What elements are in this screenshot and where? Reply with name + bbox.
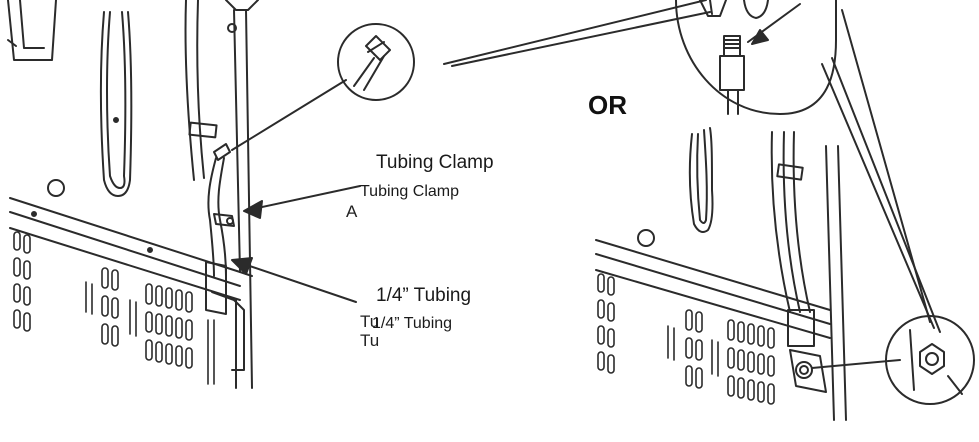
right-fridge-panel xyxy=(595,127,901,421)
tubing-ghost-label-2: Tu xyxy=(360,331,380,350)
tubing-label: 1/4” Tubing xyxy=(376,285,472,306)
nut-detail-circle xyxy=(885,315,975,405)
tubing-arrow xyxy=(231,257,357,303)
tubing-clamp-ghost-label: A xyxy=(346,202,358,221)
left-fridge-panel xyxy=(7,0,259,389)
tubing-overlay-label: 1/4” Tubing xyxy=(372,315,453,332)
tubing-ghost-label-1: Tu xyxy=(360,312,380,331)
or-label: OR xyxy=(588,90,627,120)
tubing-clamp-overlay-label: Tubing Clamp xyxy=(360,183,460,200)
fitting-detail-circle xyxy=(231,23,415,151)
valve-detail-circle xyxy=(443,0,941,333)
tubing-clamp-label: Tubing Clamp xyxy=(376,152,494,173)
tubing-clamp-arrow xyxy=(243,185,361,219)
